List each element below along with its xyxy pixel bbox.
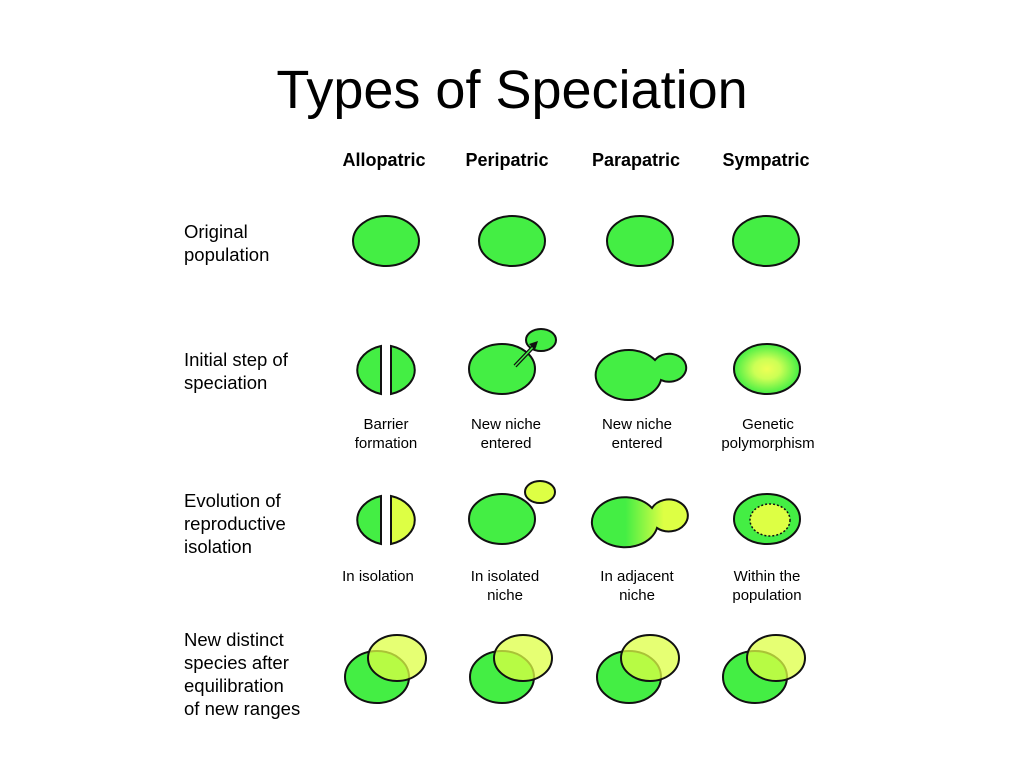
column-header-allopatric: Allopatric bbox=[342, 150, 426, 170]
row-label-new-species: New distinct species after equilibration… bbox=[184, 628, 344, 720]
population-half-left bbox=[356, 494, 382, 546]
caption-line: polymorphism bbox=[721, 435, 815, 452]
caption-line: In adjacent bbox=[600, 568, 674, 585]
population-ellipse bbox=[478, 215, 546, 267]
arrow-head-icon bbox=[529, 341, 538, 350]
row-label-line: Original bbox=[184, 221, 248, 242]
row-label-line: species after bbox=[184, 652, 289, 673]
caption-line: New niche bbox=[470, 416, 542, 433]
caption-genetic-polymorphism: Genetic polymorphism bbox=[698, 415, 838, 453]
caption-line: New niche bbox=[601, 416, 673, 433]
row-label-line: reproductive bbox=[184, 513, 286, 534]
population-ellipse bbox=[732, 215, 800, 267]
column-header-sympatric: Sympatric bbox=[722, 150, 810, 170]
caption-line: Within the bbox=[733, 568, 801, 585]
column-header-peripatric: Peripatric bbox=[465, 150, 549, 170]
subpopulation-dashed bbox=[749, 503, 791, 537]
population-half-right bbox=[390, 344, 416, 396]
slide-title: Types of Speciation bbox=[276, 60, 748, 120]
row-label-original-population: Original population bbox=[184, 220, 344, 266]
population-ellipse bbox=[606, 215, 674, 267]
overlapping-species-peripatric bbox=[469, 634, 553, 704]
population-polymorphism bbox=[733, 343, 801, 395]
row-label-line: Evolution of bbox=[184, 490, 281, 511]
row-label-line: isolation bbox=[184, 536, 252, 557]
caption-parapatric-new-niche: New niche entered bbox=[567, 415, 707, 453]
row-label-initial-step: Initial step of speciation bbox=[184, 348, 344, 394]
row-label-line: population bbox=[184, 244, 270, 265]
caption-line: In isolated bbox=[470, 568, 540, 585]
caption-in-adjacent-niche: In adjacent niche bbox=[567, 567, 707, 605]
caption-barrier-formation: Barrier formation bbox=[316, 415, 456, 453]
caption-line: formation bbox=[354, 435, 418, 452]
caption-line: In isolation bbox=[342, 568, 414, 585]
row-label-line: speciation bbox=[184, 372, 268, 393]
caption-within-population: Within the population bbox=[697, 567, 837, 605]
caption-in-isolated-niche: In isolated niche bbox=[435, 567, 575, 605]
caption-line: entered bbox=[611, 435, 663, 452]
population-ellipse bbox=[468, 343, 536, 395]
overlapping-species-parapatric bbox=[596, 634, 680, 704]
column-header-parapatric: Parapatric bbox=[591, 150, 681, 170]
caption-line: niche bbox=[487, 587, 523, 604]
population-ellipse bbox=[468, 493, 536, 545]
caption-in-isolation: In isolation bbox=[308, 567, 448, 586]
overlapping-species-sympatric bbox=[722, 634, 806, 704]
caption-line: Barrier bbox=[363, 416, 409, 433]
row-label-line: of new ranges bbox=[184, 698, 301, 719]
population-half-right-diverged bbox=[390, 494, 416, 546]
row-label-line: New distinct bbox=[184, 629, 284, 650]
caption-line: entered bbox=[480, 435, 532, 452]
population-joined bbox=[594, 349, 688, 402]
row-label-evolution-isolation: Evolution of reproductive isolation bbox=[184, 489, 344, 558]
population-joined-diverging bbox=[590, 496, 689, 549]
caption-line: niche bbox=[619, 587, 655, 604]
population-ellipse bbox=[352, 215, 420, 267]
row-label-line: Initial step of bbox=[184, 349, 288, 370]
population-half-left bbox=[356, 344, 382, 396]
overlapping-species-allopatric bbox=[344, 634, 427, 704]
caption-peripatric-new-niche: New niche entered bbox=[436, 415, 576, 453]
row-label-line: equilibration bbox=[184, 675, 284, 696]
caption-line: Genetic bbox=[742, 416, 794, 433]
isolated-new-population bbox=[524, 480, 556, 504]
caption-line: population bbox=[732, 587, 802, 604]
